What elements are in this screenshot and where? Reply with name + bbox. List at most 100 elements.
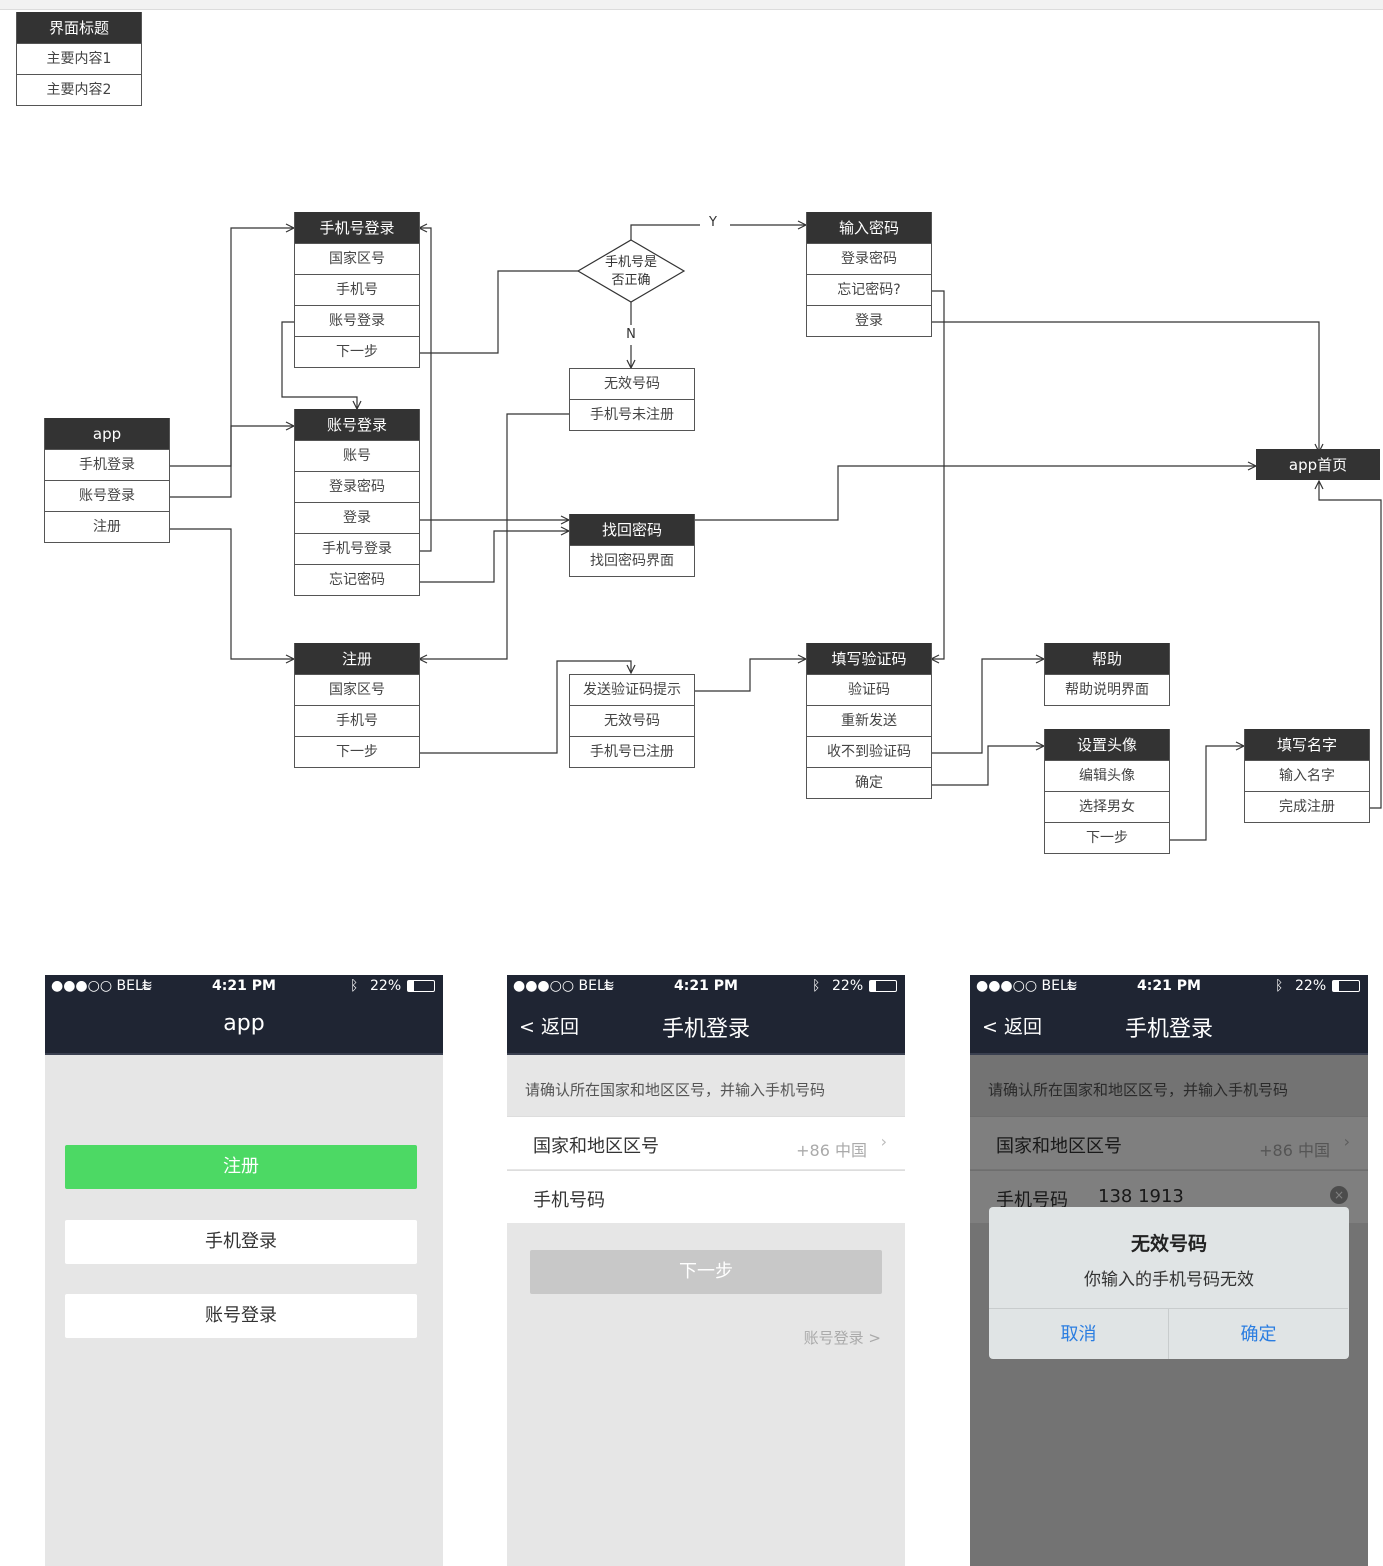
phone-screen-phone-login: ●●●○○ BELL ≋ 4:21 PM ᛒ 22% < 返回 手机登录 请确认… xyxy=(507,975,905,1566)
node-row: 手机登录 xyxy=(45,449,169,480)
page-title: app xyxy=(223,1011,265,1036)
edge-next-decision xyxy=(418,270,578,354)
chevron-left-icon: < xyxy=(519,1016,535,1038)
node-row: 国家区号 xyxy=(295,243,419,274)
carrier-text: ●●●○○ BELL xyxy=(976,978,1076,994)
bluetooth-icon: ᛒ xyxy=(812,978,821,994)
node-title: 注册 xyxy=(295,643,419,674)
node-row: 手机号 xyxy=(295,705,419,736)
node-title: 设置头像 xyxy=(1045,729,1169,760)
node-password: 输入密码 登录密码 忘记密码? 登录 xyxy=(806,212,932,337)
nav-bar: app xyxy=(45,997,443,1055)
node-row: 国家区号 xyxy=(295,674,419,705)
status-bar: ●●●○○ BELL ≋ 4:21 PM ᛒ 22% xyxy=(45,975,443,997)
node-row: 输入名字 xyxy=(1245,760,1369,791)
legend-box: 界面标题 主要内容1 主要内容2 xyxy=(16,12,142,106)
battery-text: 22% xyxy=(370,978,402,994)
carrier-text: ●●●○○ BELL xyxy=(51,978,151,994)
node-title: app首页 xyxy=(1256,449,1380,480)
battery-icon xyxy=(1332,980,1360,992)
node-row: 无效号码 xyxy=(570,705,694,736)
node-row: 无效号码 xyxy=(570,369,694,399)
legend-row: 主要内容1 xyxy=(17,43,141,74)
decision-label: 手机号是 否正确 xyxy=(591,254,671,290)
node-title: 找回密码 xyxy=(570,514,694,545)
battery-icon xyxy=(407,980,435,992)
node-row: 帮助说明界面 xyxy=(1045,674,1169,705)
legend-row: 主要内容2 xyxy=(17,74,141,105)
phone-input-cell[interactable]: 手机号码 xyxy=(507,1170,905,1223)
node-phone-login: 手机号登录 国家区号 手机号 账号登录 下一步 xyxy=(294,212,420,368)
cancel-button[interactable]: 取消 xyxy=(989,1308,1169,1359)
node-row: 账号 xyxy=(295,440,419,471)
node-row: 下一步 xyxy=(295,736,419,767)
next-button[interactable]: 下一步 xyxy=(530,1250,882,1294)
node-row: 注册 xyxy=(45,511,169,542)
nav-bar: < 返回 手机登录 xyxy=(970,997,1368,1055)
decision-line1: 手机号是 xyxy=(604,255,657,270)
edge-confirm-avatar xyxy=(930,746,1044,786)
edge-password-home xyxy=(930,321,1319,452)
time-text: 4:21 PM xyxy=(1137,978,1201,994)
time-text: 4:21 PM xyxy=(674,978,738,994)
node-row: 忘记密码? xyxy=(807,274,931,305)
node-row: 选择男女 xyxy=(1045,791,1169,822)
node-row: 确定 xyxy=(807,767,931,798)
status-bar: ●●●○○ BELL ≋ 4:21 PM ᛒ 22% xyxy=(970,975,1368,997)
node-avatar: 设置头像 编辑头像 选择男女 下一步 xyxy=(1044,729,1170,854)
confirm-button[interactable]: 确定 xyxy=(1169,1308,1348,1359)
bluetooth-icon: ᛒ xyxy=(1275,978,1284,994)
node-row: 手机号已注册 xyxy=(570,736,694,767)
region-value: +86 中国 xyxy=(796,1141,867,1160)
node-row: 发送验证码提示 xyxy=(570,675,694,705)
node-help: 帮助 帮助说明界面 xyxy=(1044,643,1170,706)
node-row: 收不到验证码 xyxy=(807,736,931,767)
edge-sendcode-verify xyxy=(693,659,806,692)
node-row: 下一步 xyxy=(1045,822,1169,853)
account-login-link[interactable]: 账号登录 > xyxy=(803,1329,881,1347)
node-row: 编辑头像 xyxy=(1045,760,1169,791)
edge-avatar-name xyxy=(1168,746,1244,841)
node-row: 完成注册 xyxy=(1245,791,1369,822)
register-button[interactable]: 注册 xyxy=(65,1145,417,1189)
node-row: 账号登录 xyxy=(45,480,169,511)
node-row: 找回密码界面 xyxy=(570,545,694,576)
edge-forgot-recover xyxy=(418,531,569,583)
legend-title: 界面标题 xyxy=(17,12,141,43)
back-button[interactable]: < 返回 xyxy=(982,1012,1042,1039)
back-label: 返回 xyxy=(1003,1016,1042,1038)
node-row: 登录密码 xyxy=(807,243,931,274)
alert-dialog: 无效号码 你输入的手机号码无效 取消 确定 xyxy=(989,1207,1349,1359)
node-title: 手机号登录 xyxy=(295,212,419,243)
node-account-login: 账号登录 账号 登录密码 登录 手机号登录 忘记密码 xyxy=(294,409,420,596)
edge-invalid-register xyxy=(419,413,569,659)
edge-forgot-verify xyxy=(930,290,945,659)
node-row: 重新发送 xyxy=(807,705,931,736)
nav-bar: < 返回 手机登录 xyxy=(507,997,905,1055)
region-label: 国家和地区区号 xyxy=(533,1136,659,1157)
edge-recover-home xyxy=(693,466,1256,521)
node-register: 注册 国家区号 手机号 下一步 xyxy=(294,643,420,768)
battery-text: 22% xyxy=(1295,978,1327,994)
node-row: 登录 xyxy=(295,502,419,533)
chevron-right-icon: › xyxy=(880,1132,887,1151)
node-title: 填写验证码 xyxy=(807,643,931,674)
phone-label: 手机号码 xyxy=(533,1190,605,1211)
top-bar xyxy=(0,0,1383,10)
node-row: 验证码 xyxy=(807,674,931,705)
back-button[interactable]: < 返回 xyxy=(519,1012,579,1039)
node-row: 手机号未注册 xyxy=(570,399,694,430)
node-row: 下一步 xyxy=(295,336,419,367)
dialog-message: 你输入的手机号码无效 xyxy=(1084,1270,1254,1290)
node-app: app 手机登录 账号登录 注册 xyxy=(44,418,170,543)
node-send-code: 发送验证码提示 无效号码 手机号已注册 xyxy=(569,674,695,768)
account-login-button[interactable]: 账号登录 xyxy=(65,1294,417,1338)
decision-no-label: N xyxy=(626,327,636,342)
edge-app-account-login xyxy=(169,426,294,498)
node-recover: 找回密码 找回密码界面 xyxy=(569,514,695,577)
wifi-icon: ≋ xyxy=(603,978,615,994)
region-cell[interactable]: 国家和地区区号 +86 中国 › xyxy=(507,1116,905,1169)
node-row: 登录 xyxy=(807,305,931,336)
phone-login-button[interactable]: 手机登录 xyxy=(65,1220,417,1264)
battery-text: 22% xyxy=(832,978,864,994)
